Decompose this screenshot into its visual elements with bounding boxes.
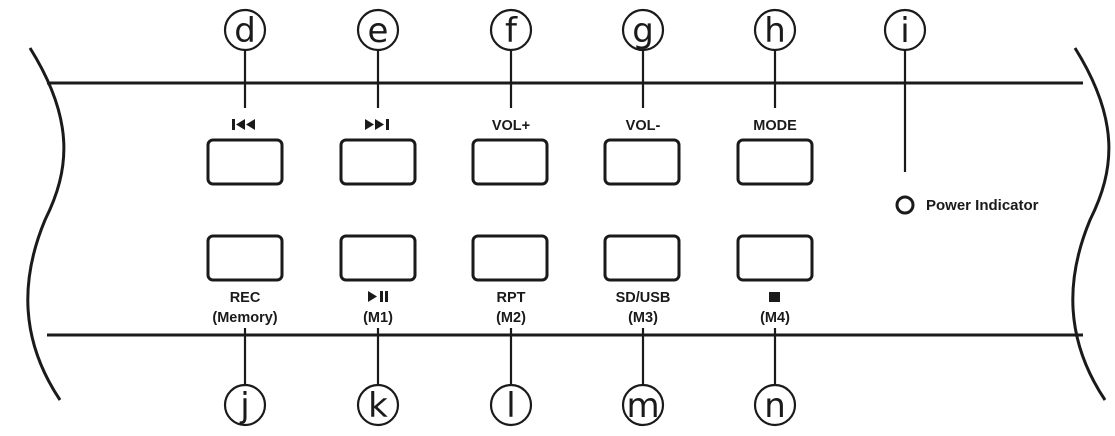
m1-label: (M1) bbox=[363, 310, 393, 326]
rpt-label: RPT bbox=[497, 290, 526, 306]
callout-letter: n bbox=[764, 386, 786, 426]
left-break-curve bbox=[26, 47, 66, 401]
callout-letter: g bbox=[632, 11, 654, 51]
top-button-group-g: g VOL- bbox=[603, 8, 681, 186]
m2-label: (M2) bbox=[496, 310, 526, 326]
play-pause-icon bbox=[368, 291, 388, 302]
callout-circle bbox=[489, 383, 533, 427]
sd-usb-label: SD/USB bbox=[616, 290, 671, 306]
callout-circle bbox=[223, 8, 267, 52]
bottom-button-group-l: RPT (M2) l bbox=[471, 234, 549, 427]
skip-next-icon bbox=[365, 119, 389, 130]
memory-label: (Memory) bbox=[212, 310, 277, 326]
callout-circle bbox=[356, 383, 400, 427]
bottom-button-group-k: (M1) k bbox=[339, 234, 417, 427]
top-button-group-h: h MODE bbox=[736, 8, 814, 186]
top-button-group-f: f VOL+ bbox=[471, 8, 549, 186]
callout-circle bbox=[489, 8, 533, 52]
callout-circle bbox=[753, 383, 797, 427]
mode-button[interactable] bbox=[736, 138, 814, 186]
callout-letter: k bbox=[368, 386, 388, 426]
rpt-button[interactable] bbox=[471, 234, 549, 282]
play-pause-button[interactable] bbox=[339, 234, 417, 282]
power-indicator-group: i Power Indicator bbox=[883, 8, 1039, 215]
sd-usb-button[interactable] bbox=[603, 234, 681, 282]
top-button-group-e: e bbox=[339, 8, 417, 186]
callout-circle bbox=[753, 8, 797, 52]
callout-letter: i bbox=[900, 11, 909, 51]
callout-circle bbox=[621, 8, 665, 52]
callout-letter: j bbox=[239, 386, 249, 426]
right-break-curve bbox=[1071, 47, 1111, 401]
vol-up-label: VOL+ bbox=[492, 118, 530, 134]
callout-letter: l bbox=[506, 386, 515, 426]
rec-label: REC bbox=[230, 290, 261, 306]
callout-circle bbox=[883, 8, 927, 52]
callout-letter: f bbox=[505, 11, 518, 51]
callout-letter: h bbox=[764, 11, 786, 51]
skip-previous-icon bbox=[232, 119, 255, 130]
callout-letter: m bbox=[626, 386, 659, 426]
callout-circle bbox=[356, 8, 400, 52]
rec-button[interactable] bbox=[206, 234, 284, 282]
vol-down-button[interactable] bbox=[603, 138, 681, 186]
top-button-group-d: d bbox=[206, 8, 284, 186]
power-indicator-led bbox=[895, 195, 915, 215]
stop-icon bbox=[769, 292, 780, 302]
prev-button[interactable] bbox=[206, 138, 284, 186]
m3-label: (M3) bbox=[628, 310, 658, 326]
m4-label: (M4) bbox=[760, 310, 790, 326]
bottom-button-group-m: SD/USB (M3) m bbox=[603, 234, 681, 427]
callout-circle bbox=[621, 383, 665, 427]
power-indicator-label: Power Indicator bbox=[926, 197, 1039, 214]
callout-circle bbox=[223, 383, 267, 427]
callout-letter: e bbox=[368, 11, 389, 51]
vol-down-label: VOL- bbox=[626, 118, 661, 134]
bottom-button-group-j: REC (Memory) j bbox=[206, 234, 284, 427]
stop-button[interactable] bbox=[736, 234, 814, 282]
mode-label: MODE bbox=[753, 118, 797, 134]
vol-up-button[interactable] bbox=[471, 138, 549, 186]
next-button[interactable] bbox=[339, 138, 417, 186]
bottom-button-group-n: (M4) n bbox=[736, 234, 814, 427]
callout-letter: d bbox=[234, 11, 256, 51]
